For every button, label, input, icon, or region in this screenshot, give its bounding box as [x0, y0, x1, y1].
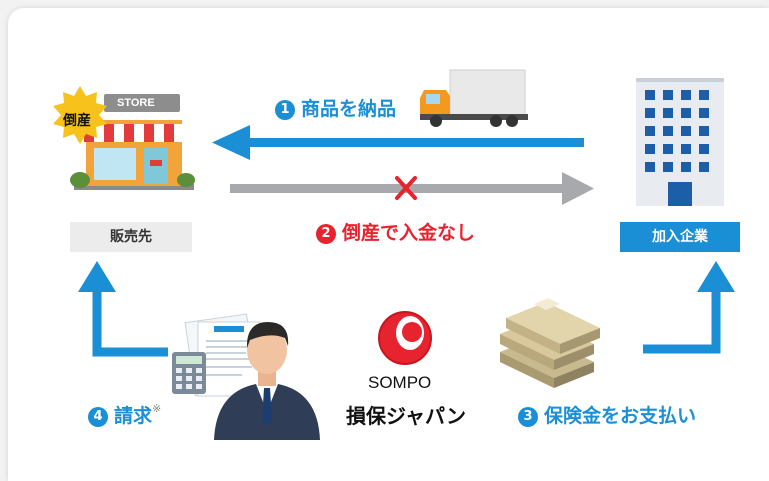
- store-sign-text: STORE: [117, 97, 155, 109]
- step2-text: 倒産で入金なし: [342, 222, 476, 244]
- step2-number: 2: [316, 224, 336, 244]
- businessman-icon: [214, 322, 320, 440]
- bankrupt-badge-text: 倒産: [63, 113, 91, 129]
- bankrupt-badge: [53, 86, 107, 144]
- step2-label: 2 倒産で入金なし: [316, 218, 475, 245]
- step1-label: 1 商品を納品: [275, 94, 396, 121]
- cross-icon: [395, 176, 417, 200]
- step1-text: 商品を納品: [301, 98, 397, 120]
- payout-arrow: [643, 261, 735, 354]
- payment-arrow: [230, 172, 594, 205]
- step3-label: 3 保険金をお支払い: [518, 401, 696, 428]
- truck-icon: [420, 69, 528, 127]
- step3-text: 保険金をお支払い: [544, 405, 697, 427]
- insurer-name-en: SOMPO: [368, 373, 432, 392]
- step1-number: 1: [275, 100, 295, 120]
- store-icon: [70, 94, 195, 190]
- calculator-icon: [172, 352, 206, 394]
- delivery-arrow: [212, 125, 584, 160]
- step4-text: 請求: [114, 405, 153, 427]
- step4-number: 4: [88, 407, 108, 427]
- company-label: 加入企業: [620, 222, 740, 252]
- step4-note: ※: [152, 402, 162, 415]
- seller-label: 販売先: [70, 222, 192, 252]
- diagram-canvas: [53, 69, 735, 440]
- sompo-logo-icon: [378, 311, 432, 365]
- step4-label: 4 請求※: [88, 401, 161, 428]
- claim-arrow: [78, 261, 168, 357]
- money-icon: [500, 298, 600, 388]
- step3-number: 3: [518, 407, 538, 427]
- building-icon: [636, 78, 724, 206]
- insurer-name-jp: 損保ジャパン: [346, 404, 466, 428]
